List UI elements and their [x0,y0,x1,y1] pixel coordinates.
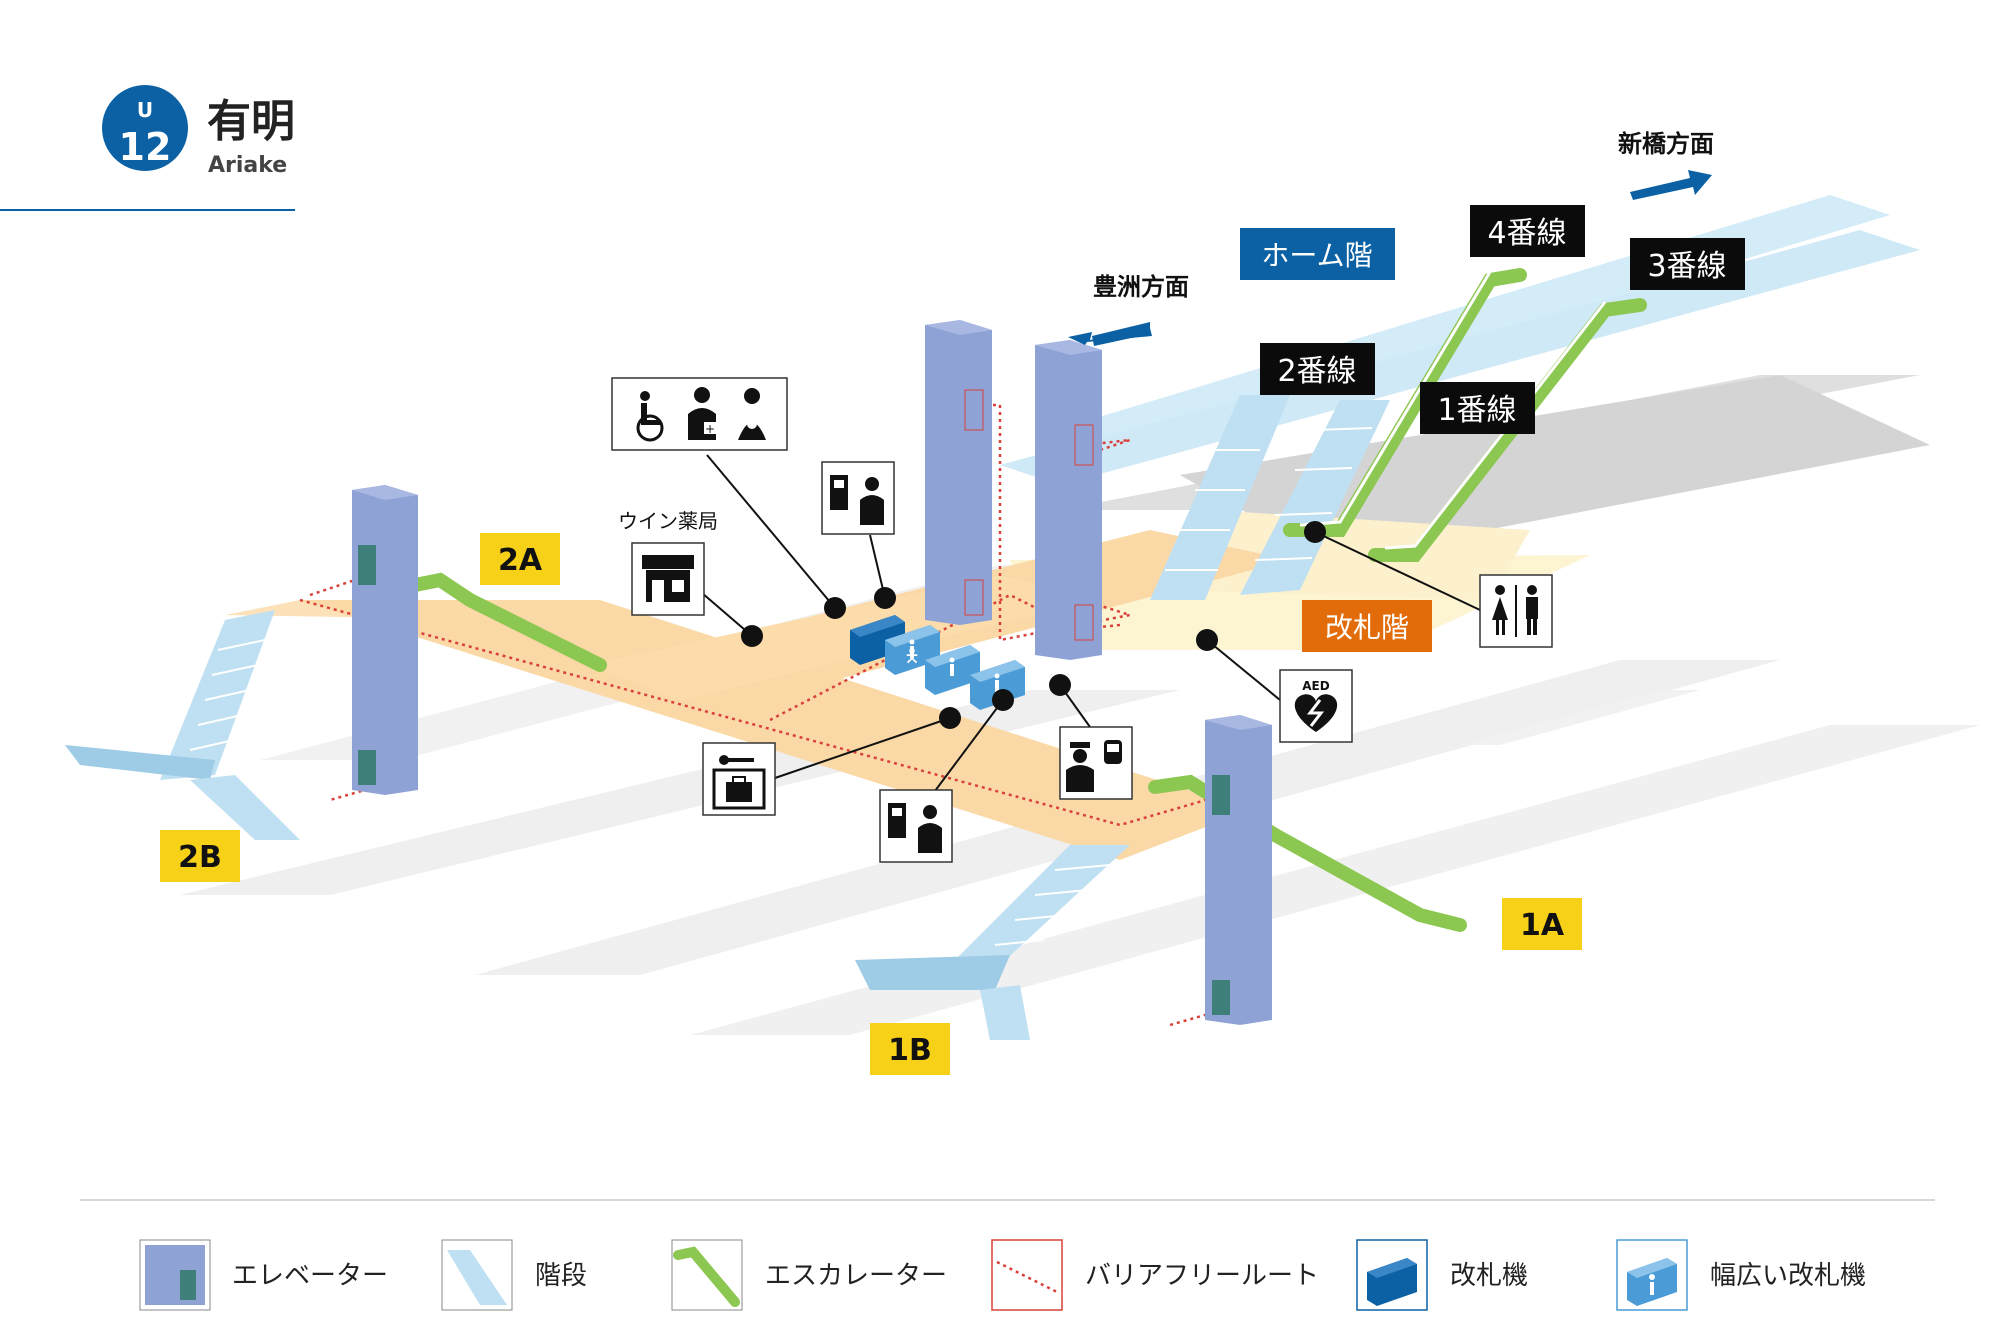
restroom-box [1479,574,1553,648]
leader-dots [741,521,1326,729]
line-letter: U [137,98,153,122]
stairs-2b-lower [190,775,300,840]
legend-escalator-label: エスカレーター [765,1261,947,1291]
elevator-platform-b [1035,340,1102,660]
exit-1b-label: 1B [888,1033,932,1068]
direction-arrows: 新橋方面 豊洲方面 [1068,130,1714,346]
legend-gate: 改札機 [1356,1239,1528,1311]
stairs-1b-lower [980,985,1030,1040]
legend-gate-label: 改札機 [1450,1261,1528,1291]
arrow-shinbashi [1630,170,1712,200]
track-3-label: 3番線 [1647,249,1726,284]
ticket-machine-icon [830,475,884,525]
baby-care-icon [738,388,766,440]
platform-level-label: ホーム階 [1261,239,1372,272]
legend: エレベーター 階段 エスカレーター バリアフリールート 改札機 [139,1239,1866,1311]
coin-locker-box [702,742,776,816]
shop-box [631,542,705,616]
station-header: U 12 有明 Ariake [0,85,295,211]
station-name-en: Ariake [208,153,287,178]
escalator-1a [1148,774,1467,932]
concourse-level-label-box [1302,600,1432,652]
stairs-2b-upper [160,610,275,780]
station-badge [102,85,188,171]
svg-text:+: + [705,422,715,436]
leader-lines [701,454,1481,816]
station-office-box [1059,726,1133,800]
track-labels: 4番線 3番線 2番線 1番線 [1260,205,1745,434]
aed-box: AED [1279,669,1353,743]
exit-1a-label: 1A [1520,908,1565,943]
ticket-machine-box-upper [821,461,895,535]
coin-locker-icon [712,755,766,810]
stairs-platform-2 [1150,395,1290,600]
stairs-platform-1 [1240,400,1390,595]
station-number: 12 [119,125,172,169]
restroom-icon [1492,585,1538,637]
ticket-machine-box-lower [879,789,953,863]
legend-escalator: エスカレーター [671,1239,947,1311]
legend-wide-gate-label: 幅広い改札機 [1710,1261,1866,1291]
track-1-label: 1番線 [1437,393,1516,428]
elevator-1 [1205,715,1272,1025]
elevator-platform-a [925,320,992,625]
elevators [352,320,1272,1025]
multipurpose-restroom-box: + [611,377,788,451]
exit-2a-label: 2A [498,543,543,578]
legend-barrier-free-label: バリアフリールート [1085,1261,1319,1291]
pharmacy-label: ウイン薬局 [618,509,718,533]
ticket-gates: 🯅 [850,615,1025,710]
stair-treads [189,427,1373,946]
ticket-machine-icon [888,803,942,853]
aed-icon [1294,694,1338,732]
legend-wide-gate: 幅広い改札機 [1616,1239,1866,1311]
stairs-1b-upper [950,845,1130,965]
legend-elevator: エレベーター [139,1239,388,1311]
exit-labels: 2A 2B 1A 1B [160,533,1582,1075]
aed-text: AED [1302,679,1329,693]
exit-2b-label: 2B [178,840,222,875]
station-name-ja: 有明 [207,96,295,147]
concourse-level-label: 改札階 [1325,611,1409,644]
shop-icon [642,555,694,602]
direction-shinbashi: 新橋方面 [1618,130,1714,158]
legend-barrier-free: バリアフリールート [991,1239,1319,1311]
station-staff-icon [1066,740,1122,792]
wide-gate-figures [909,639,1000,692]
stairs-1b-landing [855,955,1010,990]
track-4-label: 4番線 [1487,216,1566,251]
level-labels: ホーム階 改札階 [1240,228,1432,652]
stairs-2b-landing [65,745,215,780]
wheelchair-icon [636,391,664,442]
escalator-2a [393,572,607,672]
track-2-label: 2番線 [1277,354,1356,389]
ostomate-icon: + [688,387,716,440]
stairs-group [65,395,1390,1040]
platform-level [1000,195,1930,560]
legend-elevator-label: エレベーター [232,1261,388,1291]
direction-toyosu: 豊洲方面 [1093,273,1189,301]
legend-stairs: 階段 [441,1239,587,1311]
legend-stairs-label: 階段 [535,1261,587,1291]
elevator-2 [352,485,418,795]
platform-level-label-box [1240,228,1395,280]
